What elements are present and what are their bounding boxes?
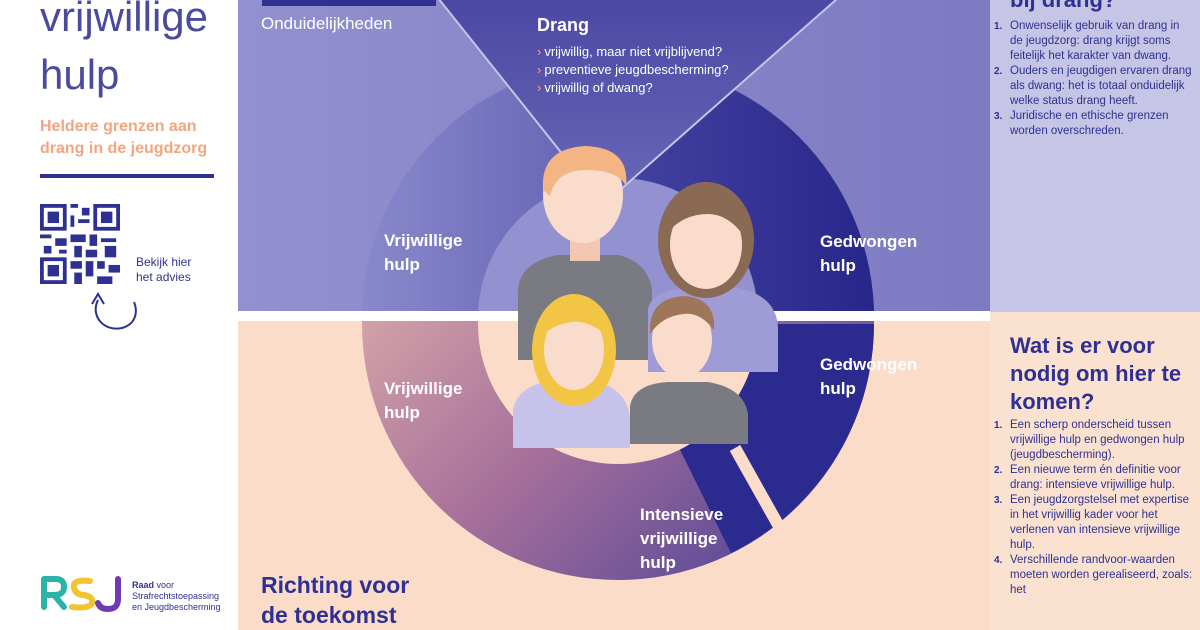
page-title-line1: vrijwillige (40, 0, 209, 40)
drang-title: Drang (537, 15, 590, 35)
problems-list: 1.Onwenselijk gebruik van drang in de je… (994, 19, 1194, 139)
family-illustration (513, 146, 778, 448)
drang-item: ›vrijwillig of dwang? (537, 80, 653, 95)
requirements-list: 1.Een scherp onderscheid tussen vrijwill… (994, 418, 1194, 598)
divider (40, 174, 214, 178)
drang-item: ›vrijwillig, maar niet vrijblijvend? (537, 44, 723, 59)
rsj-logo (41, 576, 121, 613)
curl-arrow-icon (91, 292, 137, 330)
drang-wedge-outline (438, 0, 838, 207)
page-title-line2: hulp (40, 51, 120, 98)
list-item: 1.Onwenselijk gebruik van drang in de je… (994, 20, 1180, 62)
label-onduidelijkheden: Onduidelijkheden (261, 14, 393, 33)
list-item: 3.Een jeugdzorgstelsel met expertise in … (994, 494, 1189, 551)
right-top-heading: bij drang? (1010, 0, 1116, 14)
drang-item: ›preventieve jeugdbescherming? (537, 62, 729, 77)
chevron-right-icon: › (537, 62, 542, 77)
drang-wedge (439, 0, 836, 205)
list-item: 1.Een scherp onderscheid tussen vrijwill… (994, 419, 1185, 461)
qr-code-icon[interactable] (40, 204, 120, 284)
qr-caption-line1: Bekijk hier (136, 255, 192, 269)
chevron-right-icon: › (537, 80, 542, 95)
list-item: 2.Een nieuwe term én definitie voor dran… (994, 464, 1181, 491)
right-bottom-panel (990, 312, 1200, 630)
list-item: 2.Ouders en jeugdigen ervaren drang als … (994, 65, 1192, 107)
top-panel-tab (262, 0, 436, 6)
chevron-right-icon: › (537, 44, 542, 59)
qr-caption-line2: het advies (136, 270, 191, 284)
left-column (0, 0, 240, 630)
page-subtitle: Heldere grenzen aan drang in de jeugdzor… (40, 118, 208, 157)
right-top-panel (990, 0, 1200, 312)
right-bottom-heading: Wat is er voor nodig om hier te komen? (1010, 333, 1182, 414)
logo-text: Raad voor Strafrechtstoepassing en Jeugd… (132, 580, 221, 612)
list-item: 3.Juridische en ethische grenzen worden … (994, 110, 1169, 137)
list-item: 4.Verschillende randvoor-waarden moeten … (994, 554, 1193, 596)
segment-gap (729, 445, 814, 581)
drang-diagram (238, 0, 990, 630)
